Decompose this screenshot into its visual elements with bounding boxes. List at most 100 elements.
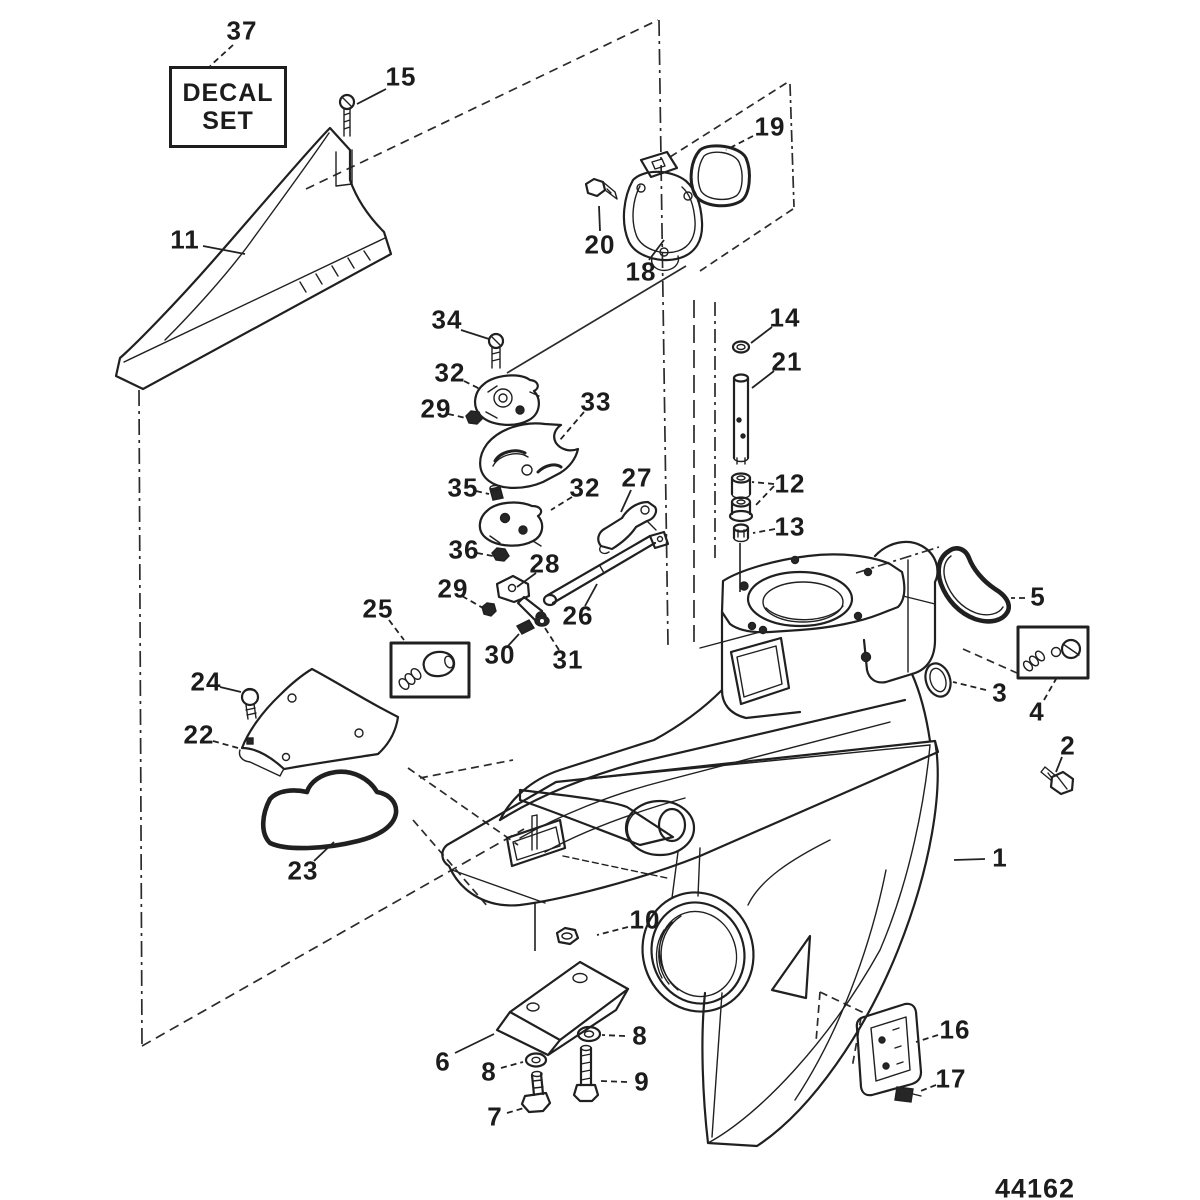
decal-set-line2: SET — [202, 107, 254, 135]
callout-33: 33 — [580, 386, 612, 417]
callout-23: 23 — [287, 855, 319, 886]
part-pump-base-18 — [622, 150, 704, 272]
callout-37: 37 — [226, 15, 258, 46]
leader-14 — [750, 326, 773, 344]
leader-20 — [598, 205, 601, 232]
callout-12: 12 — [774, 468, 806, 499]
part-screw-15 — [338, 93, 356, 137]
part-pin-35 — [489, 484, 504, 501]
leader-9 — [599, 1080, 628, 1083]
part-cam-plate-33 — [479, 422, 580, 489]
part-tube-21 — [732, 373, 750, 465]
part-nut-36 — [491, 547, 510, 562]
leader-30 — [507, 633, 520, 647]
leader-35 — [475, 490, 490, 495]
callout-32: 32 — [434, 357, 466, 388]
callout-8: 8 — [481, 1056, 497, 1087]
part-nut-13 — [732, 523, 750, 543]
part-gear-housing-1 — [441, 540, 940, 1148]
leader-8 — [500, 1061, 524, 1069]
part-screw-2 — [1040, 766, 1075, 796]
part-washer-8-right — [576, 1025, 602, 1043]
part-screw-20 — [584, 177, 618, 200]
leader-23 — [313, 841, 335, 862]
leader-28 — [516, 572, 537, 588]
part-gasket-19 — [689, 144, 751, 208]
part-pin-30 — [515, 619, 536, 635]
callout-18: 18 — [625, 256, 657, 287]
leader-37 — [209, 44, 234, 67]
part-nut-29-upper — [465, 410, 483, 425]
leader-2 — [1055, 756, 1063, 773]
leader-34 — [460, 329, 490, 340]
leader-13 — [752, 528, 776, 534]
decal-set-line1: DECAL — [182, 79, 274, 107]
leader-4 — [1043, 678, 1057, 701]
part-cam-32-lower — [478, 501, 544, 547]
leader-33 — [559, 411, 585, 441]
callout-26: 26 — [562, 600, 594, 631]
leader-19 — [725, 135, 754, 151]
callout-3: 3 — [992, 677, 1008, 708]
callout-leader-lines — [202, 44, 1063, 1114]
part-anode-6 — [495, 960, 630, 1057]
part-link-26 — [542, 530, 670, 607]
part-bushings-12 — [728, 472, 754, 523]
leader-8 — [601, 1034, 626, 1037]
part-oring-3 — [924, 662, 952, 698]
leader-1 — [953, 858, 986, 861]
callout-30: 30 — [484, 639, 516, 670]
part-bolt-7 — [520, 1070, 552, 1114]
part-screw-34 — [487, 332, 505, 369]
part-plug-kit-4 — [1016, 625, 1090, 680]
leader-6 — [454, 1033, 495, 1054]
callout-25: 25 — [362, 593, 394, 624]
callout-7: 7 — [487, 1101, 503, 1132]
callout-29: 29 — [437, 573, 469, 604]
leader-25 — [388, 619, 405, 641]
callout-1: 1 — [992, 842, 1008, 873]
callout-20: 20 — [584, 229, 616, 260]
callout-35: 35 — [447, 472, 479, 503]
part-gasket-23 — [260, 769, 399, 851]
callout-19: 19 — [754, 111, 786, 142]
part-gasket-5 — [936, 546, 1012, 624]
callout-5: 5 — [1030, 581, 1046, 612]
leader-12 — [753, 485, 775, 508]
leader-10 — [596, 926, 629, 936]
callout-34: 34 — [431, 304, 463, 335]
part-screw-24 — [240, 687, 260, 720]
leader-11 — [202, 245, 246, 255]
part-fin-11 — [114, 126, 393, 391]
part-anode-plate-16 — [855, 1002, 923, 1097]
callout-6: 6 — [435, 1046, 451, 1077]
leader-24 — [219, 686, 242, 693]
callout-32: 32 — [569, 472, 601, 503]
part-nut-10 — [555, 926, 580, 946]
leader-3 — [952, 681, 987, 691]
callout-36: 36 — [448, 534, 480, 565]
part-nut-29-lower — [481, 602, 497, 617]
figure-number: 44162 — [994, 1173, 1076, 1200]
callout-11: 11 — [170, 224, 200, 255]
leader-36 — [476, 552, 494, 557]
callout-29: 29 — [420, 393, 452, 424]
part-washer-8-left — [524, 1052, 548, 1068]
leader-16 — [915, 1034, 939, 1043]
construction-lines — [138, 19, 1018, 1069]
callout-28: 28 — [529, 548, 561, 579]
leader-18 — [648, 239, 665, 261]
callout-10: 10 — [629, 904, 661, 935]
leader-29 — [447, 413, 467, 419]
part-lever-27 — [597, 500, 658, 555]
part-bolt-9 — [572, 1044, 600, 1103]
callout-27: 27 — [621, 462, 653, 493]
leader-15 — [356, 88, 387, 105]
part-screw-17 — [894, 1086, 922, 1103]
leader-29 — [461, 595, 484, 609]
part-detent-kit-25 — [389, 641, 471, 699]
part-ring-14 — [731, 340, 751, 354]
callout-2: 2 — [1060, 730, 1076, 761]
callout-15: 15 — [385, 61, 417, 92]
